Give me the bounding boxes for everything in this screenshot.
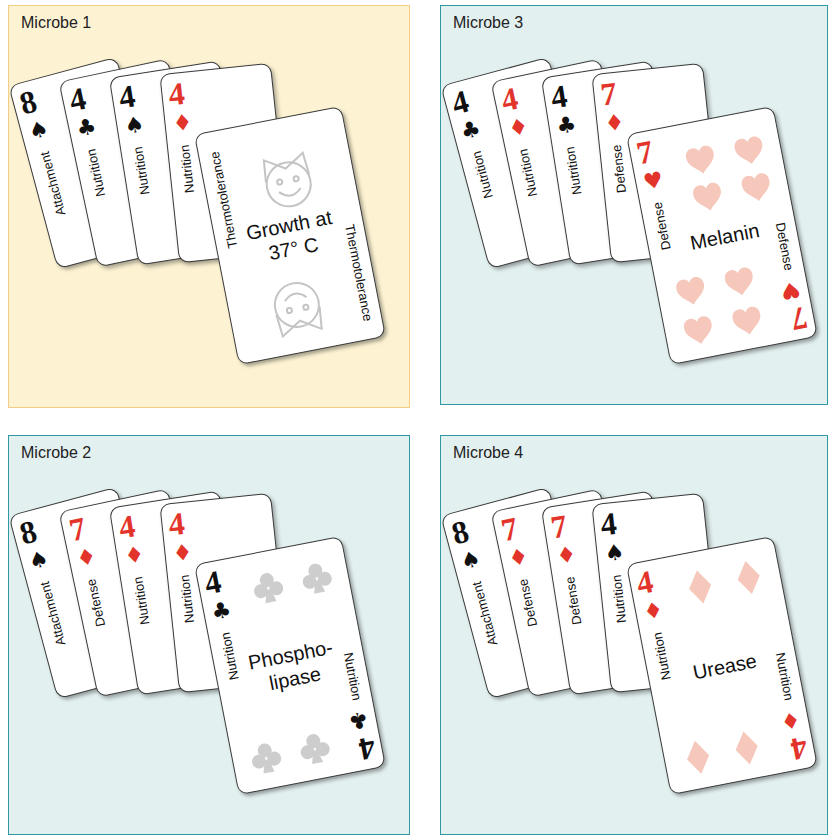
card-rank: 7 xyxy=(599,77,618,110)
card-rank: 8 xyxy=(16,515,40,550)
card-title: Growth at 37° C xyxy=(234,202,349,270)
card-suit: ♣ xyxy=(555,112,578,139)
microbe-panel: Microbe 34♣Nutrition4♦Nutrition4♣Nutriti… xyxy=(440,5,828,405)
card-label: Attachment xyxy=(37,580,69,648)
card-suit: ♦ xyxy=(779,706,803,733)
card-rank: 4 xyxy=(448,85,472,120)
panel-title: Microbe 4 xyxy=(453,444,523,462)
card-suit: ♠ xyxy=(603,540,625,566)
card-title: Urease xyxy=(677,645,773,686)
card-rank: 7 xyxy=(788,302,810,336)
panel-title: Microbe 1 xyxy=(21,14,91,32)
playing-card: 4♣NutritionPhospho-lipaseNutrition♣4 xyxy=(194,536,386,795)
card-rank: 4 xyxy=(202,565,224,599)
card-suit: ♦ xyxy=(641,597,665,624)
card-rank: 4 xyxy=(599,507,618,540)
panel-title: Microbe 3 xyxy=(453,14,523,32)
card-suit: ♠ xyxy=(26,546,51,574)
card-label: Attachment xyxy=(37,150,69,218)
microbe-panel: Microbe 48♠Attachment7♦Defense7♦Defense4… xyxy=(440,435,828,835)
card-label: Nutrition xyxy=(218,631,243,682)
card-label: Defense xyxy=(609,144,630,194)
card-rank: 4 xyxy=(117,509,138,543)
card-label: Nutrition xyxy=(130,576,153,626)
card-label: Defense xyxy=(772,221,797,272)
card-label: Thermotolerance xyxy=(341,223,375,323)
card-suit: ♣ xyxy=(458,116,483,144)
card-label: Defense xyxy=(650,201,675,252)
microbe-panel: Microbe 28♠Attachment7♦Defense4♦Nutritio… xyxy=(8,435,410,835)
card-label: Defense xyxy=(83,577,109,628)
card-suit: ♦ xyxy=(603,110,625,136)
card-label: Nutrition xyxy=(340,651,365,702)
card-label: Nutrition xyxy=(177,574,198,624)
playing-card: ThermotoleranceGrowth at 37° CThermotole… xyxy=(194,106,386,365)
card-title: Phospho-lipase xyxy=(242,634,342,699)
card-label: Nutrition xyxy=(650,631,675,682)
card-suit: ♦ xyxy=(123,542,146,569)
card-label: Nutrition xyxy=(469,149,497,200)
card-suit: ♦ xyxy=(171,110,193,136)
card-suit: ♦ xyxy=(506,114,530,142)
card-rank: 8 xyxy=(448,515,472,550)
card-rank: 4 xyxy=(167,77,186,110)
card-rank: 4 xyxy=(117,79,138,113)
card-label: Defense xyxy=(515,577,541,628)
card-title: Melanin xyxy=(677,215,773,256)
card-rank: 7 xyxy=(634,135,656,169)
card-rank: 7 xyxy=(498,512,520,547)
card-suit: ♥ xyxy=(641,167,665,194)
card-suit: ♣ xyxy=(74,114,98,142)
card-rank: 4 xyxy=(549,79,570,113)
microbe-panel: Microbe 18♠Attachment4♣Nutrition4♠Nutrit… xyxy=(8,5,410,408)
card-label: Nutrition xyxy=(515,147,541,198)
card-suit: ♦ xyxy=(74,544,98,572)
card-label: Nutrition xyxy=(130,146,153,196)
card-rank: 4 xyxy=(66,82,88,117)
card-label: Nutrition xyxy=(177,144,198,194)
card-label: Attachment xyxy=(469,580,501,648)
card-suit: ♦ xyxy=(171,540,193,566)
card-label: Nutrition xyxy=(609,574,630,624)
card-rank: 7 xyxy=(66,512,88,547)
card-label: Nutrition xyxy=(772,651,797,702)
card-rank: 4 xyxy=(356,732,378,766)
card-label: Defense xyxy=(562,576,585,626)
card-rank: 4 xyxy=(634,565,656,599)
panel-title: Microbe 2 xyxy=(21,444,91,462)
card-label: Nutrition xyxy=(83,147,109,198)
card-suit: ♦ xyxy=(506,544,530,572)
card-rank: 7 xyxy=(549,509,570,543)
card-suit: ♦ xyxy=(555,542,578,569)
card-label: Nutrition xyxy=(562,146,585,196)
playing-card: 7♥DefenseMelaninDefense♥7 xyxy=(626,106,818,365)
card-suit: ♠ xyxy=(26,116,51,144)
card-rank: 8 xyxy=(16,85,40,120)
playing-card: 4♦NutritionUreaseNutrition♦4 xyxy=(626,536,818,795)
card-suit: ♠ xyxy=(458,546,483,574)
card-suit: ♠ xyxy=(123,112,146,139)
card-rank: 4 xyxy=(788,732,810,766)
card-suit: ♣ xyxy=(209,597,233,624)
card-suit: ♣ xyxy=(347,706,371,733)
card-rank: 4 xyxy=(498,82,520,117)
card-suit: ♥ xyxy=(779,276,803,303)
card-rank: 4 xyxy=(167,507,186,540)
